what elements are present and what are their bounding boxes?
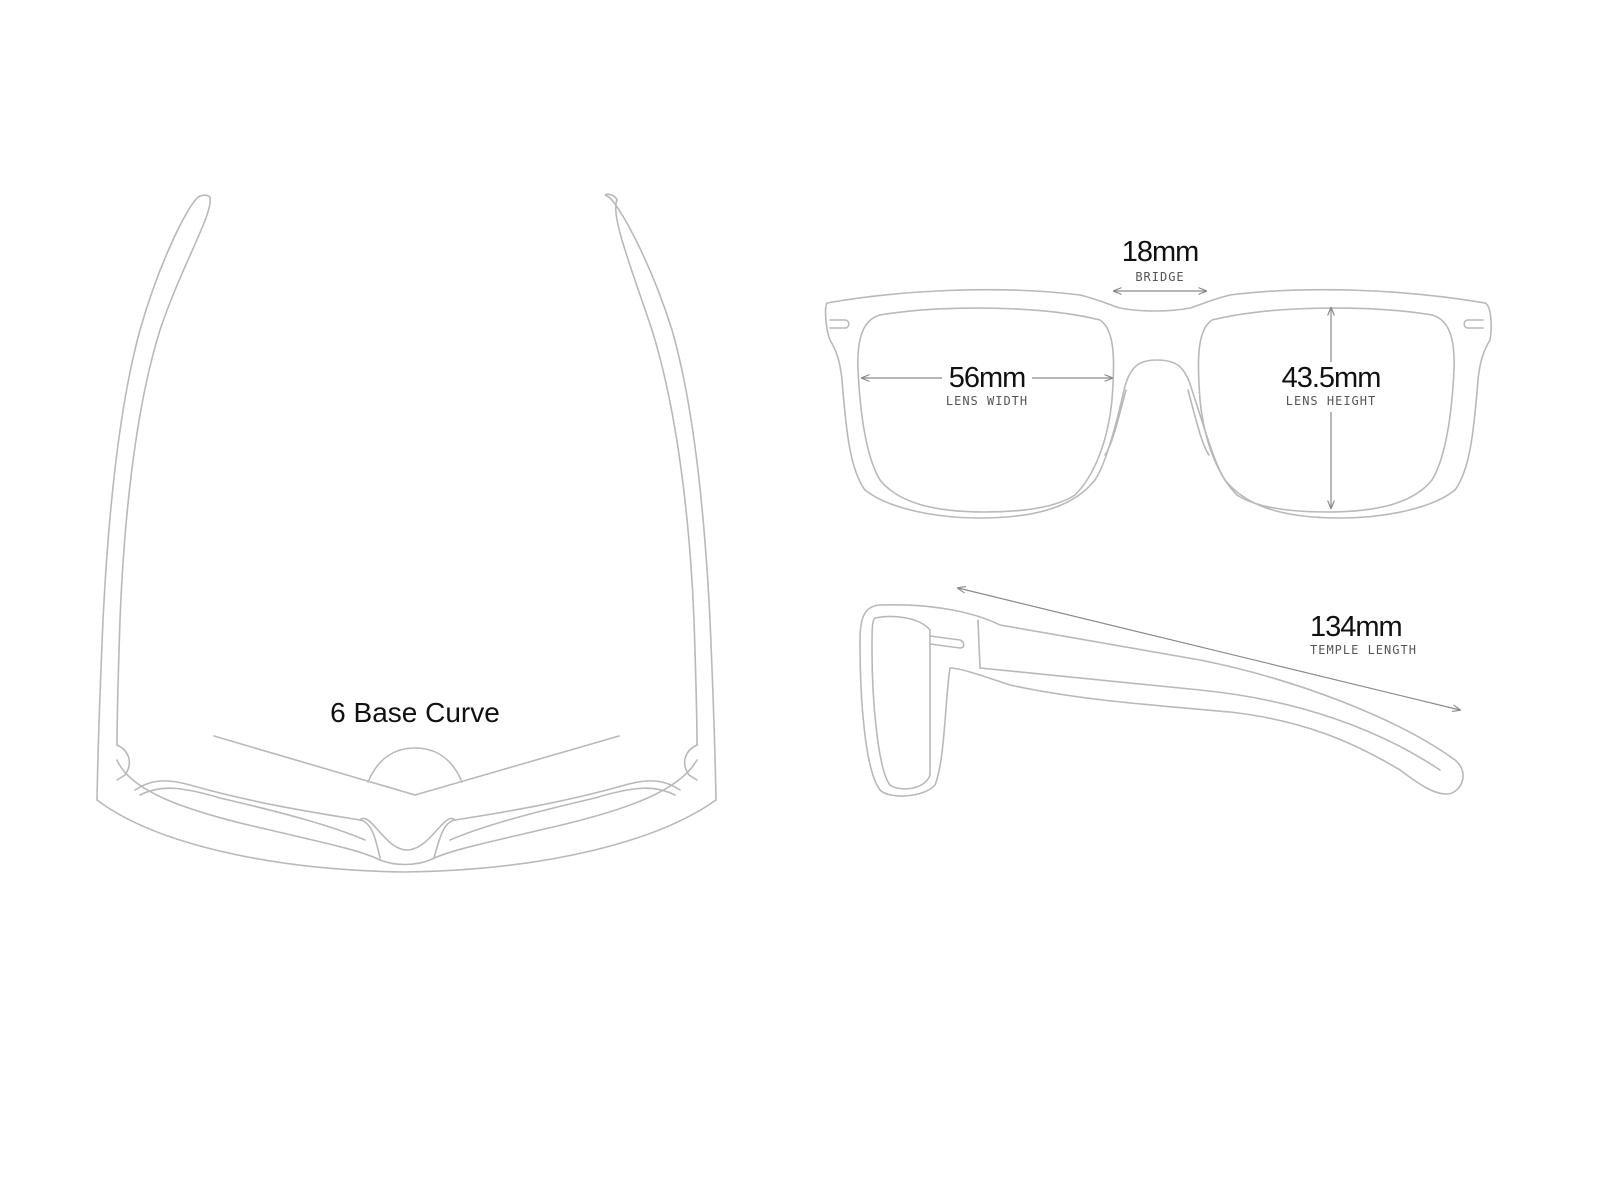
bridge-value: 18mm bbox=[1122, 236, 1199, 268]
left-temple-outer bbox=[96, 195, 201, 801]
frame-outline bbox=[824, 288, 1492, 519]
base-curve-left-line bbox=[213, 735, 416, 796]
top-view-drawing: 6 Base Curve bbox=[96, 193, 717, 873]
temple-length-arrow bbox=[958, 588, 1460, 710]
right-lens bbox=[1197, 307, 1455, 513]
right-lens-top bbox=[433, 780, 681, 859]
left-temple-inner bbox=[116, 199, 211, 746]
frame-front-outer bbox=[96, 799, 717, 873]
temple-length-value: 134mm bbox=[1310, 611, 1402, 643]
side-view-drawing: 134mm TEMPLE LENGTH bbox=[859, 588, 1464, 797]
left-lens bbox=[857, 307, 1115, 513]
base-curve-right-line bbox=[414, 735, 620, 796]
left-temple-tip bbox=[199, 194, 212, 201]
right-temple-outer bbox=[606, 195, 717, 801]
front-view-drawing: 18mm BRIDGE 56mm LENS WIDTH 43.5mm LENS … bbox=[824, 236, 1492, 519]
base-curve-arc bbox=[367, 747, 463, 783]
right-temple-inner bbox=[614, 199, 698, 746]
side-lens-profile bbox=[871, 615, 931, 790]
frame-front-inner bbox=[116, 759, 698, 866]
right-hinge-slot bbox=[1463, 319, 1484, 329]
right-lens-inner bbox=[449, 787, 676, 841]
left-hinge bbox=[116, 744, 131, 781]
right-temple-tip bbox=[604, 193, 618, 201]
lens-height-label: LENS HEIGHT bbox=[1286, 394, 1376, 408]
left-lens-inner bbox=[139, 787, 366, 841]
left-nose-pad bbox=[1104, 389, 1127, 456]
left-hinge-slot bbox=[829, 319, 850, 329]
side-hinge-slot bbox=[929, 635, 965, 649]
side-hinge-edge bbox=[977, 619, 981, 669]
lens-width-label: LENS WIDTH bbox=[946, 394, 1028, 408]
nose-bridge-top bbox=[359, 817, 456, 851]
left-lens-top bbox=[134, 780, 381, 859]
right-hinge bbox=[683, 744, 698, 781]
lens-height-value: 43.5mm bbox=[1282, 362, 1381, 394]
right-nose-pad bbox=[1187, 389, 1210, 456]
lens-width-value: 56mm bbox=[949, 362, 1026, 394]
temple-length-label: TEMPLE LENGTH bbox=[1310, 643, 1417, 657]
base-curve-label: 6 Base Curve bbox=[330, 697, 500, 728]
bridge-label: BRIDGE bbox=[1135, 270, 1184, 284]
